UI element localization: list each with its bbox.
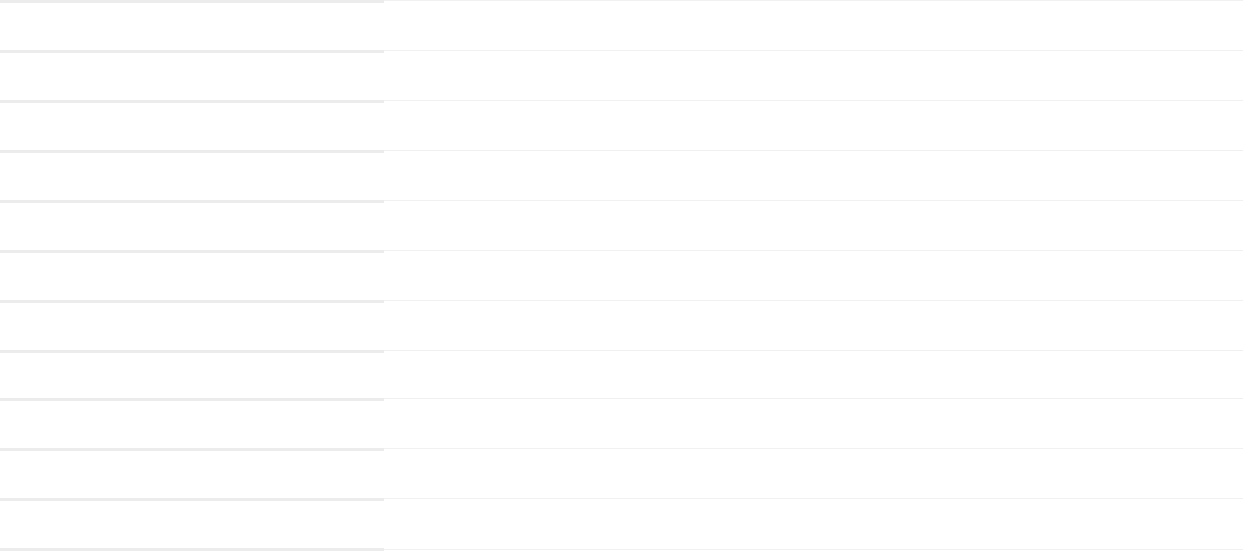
table-bottom-divider [0,548,1243,551]
row-label-placeholder [0,100,384,150]
row-label-placeholder [0,398,384,448]
row-value-placeholder [384,350,1243,400]
row-value-placeholder [384,50,1243,100]
table-row [0,300,1243,350]
table-row [0,0,1243,50]
table-row [0,398,1243,448]
row-value-placeholder [384,498,1243,548]
row-label-placeholder [0,250,384,300]
row-label-placeholder [0,300,384,350]
row-label-placeholder [0,50,384,100]
row-label-placeholder [0,200,384,250]
table-row [0,200,1243,250]
row-value-placeholder [384,150,1243,200]
table-row [0,150,1243,200]
row-value-placeholder [384,200,1243,250]
row-label-placeholder [0,448,384,498]
label-column-bottom-line [0,548,384,551]
value-column-bottom-line [384,549,1243,550]
row-label-placeholder [0,0,384,50]
table-row [0,100,1243,150]
row-value-placeholder [384,300,1243,350]
row-label-placeholder [0,150,384,200]
row-value-placeholder [384,100,1243,150]
row-label-placeholder [0,498,384,548]
row-value-placeholder [384,0,1243,50]
table-row [0,448,1243,498]
table-row [0,250,1243,300]
row-value-placeholder [384,448,1243,498]
table-row [0,50,1243,100]
table-row [0,350,1243,400]
row-value-placeholder [384,250,1243,300]
table-row [0,498,1243,548]
row-value-placeholder [384,398,1243,448]
row-label-placeholder [0,350,384,400]
